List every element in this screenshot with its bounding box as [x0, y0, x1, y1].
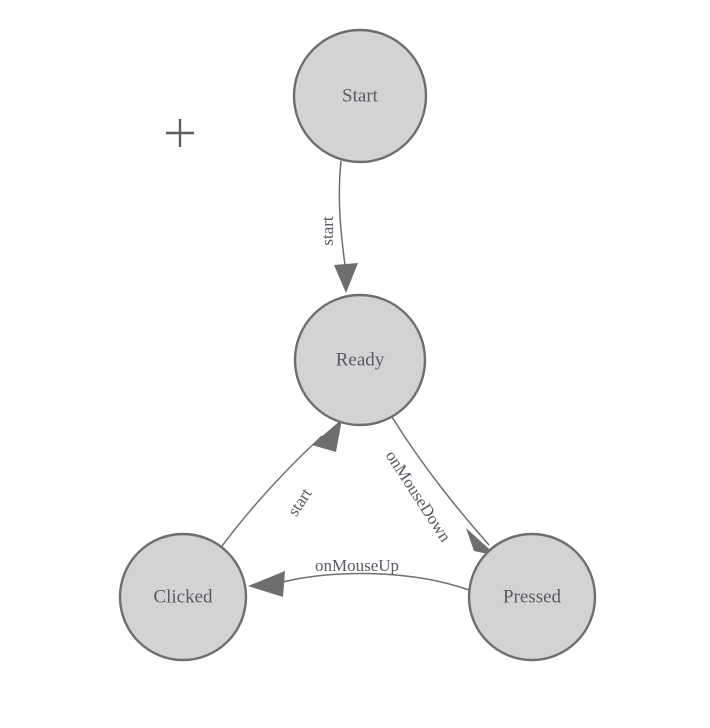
- node-circle[interactable]: [118, 532, 248, 662]
- edge-line: [282, 572, 470, 591]
- edge-line: [221, 435, 323, 547]
- edge-line: [338, 160, 346, 266]
- edge-clicked-to-ready[interactable]: start: [221, 419, 342, 547]
- edge-pressed-to-clicked[interactable]: onMouseUp: [248, 556, 470, 597]
- edge-line: [391, 416, 490, 546]
- edge-label-start-to-ready: start: [318, 216, 337, 246]
- arrowhead-icon: [312, 419, 342, 452]
- edge-start-to-ready[interactable]: start: [318, 160, 358, 293]
- node-pressed[interactable]: Pressed: [467, 532, 597, 662]
- edge-ready-to-pressed[interactable]: onMouseDown: [382, 416, 497, 556]
- arrowhead-icon: [248, 571, 285, 597]
- edge-label-ready-to-pressed: onMouseDown: [382, 447, 455, 546]
- node-circle[interactable]: [293, 293, 427, 427]
- node-circle[interactable]: [467, 532, 597, 662]
- edge-label-clicked-to-ready: start: [284, 484, 316, 519]
- arrowhead-icon: [466, 528, 497, 556]
- node-circle[interactable]: [292, 28, 428, 164]
- node-clicked[interactable]: Clicked: [118, 532, 248, 662]
- edge-label-pressed-to-clicked: onMouseUp: [315, 556, 399, 575]
- crosshair-icon: [166, 119, 194, 147]
- node-start[interactable]: Start: [292, 28, 428, 164]
- arrowhead-icon: [334, 263, 358, 293]
- node-ready[interactable]: Ready: [293, 293, 427, 427]
